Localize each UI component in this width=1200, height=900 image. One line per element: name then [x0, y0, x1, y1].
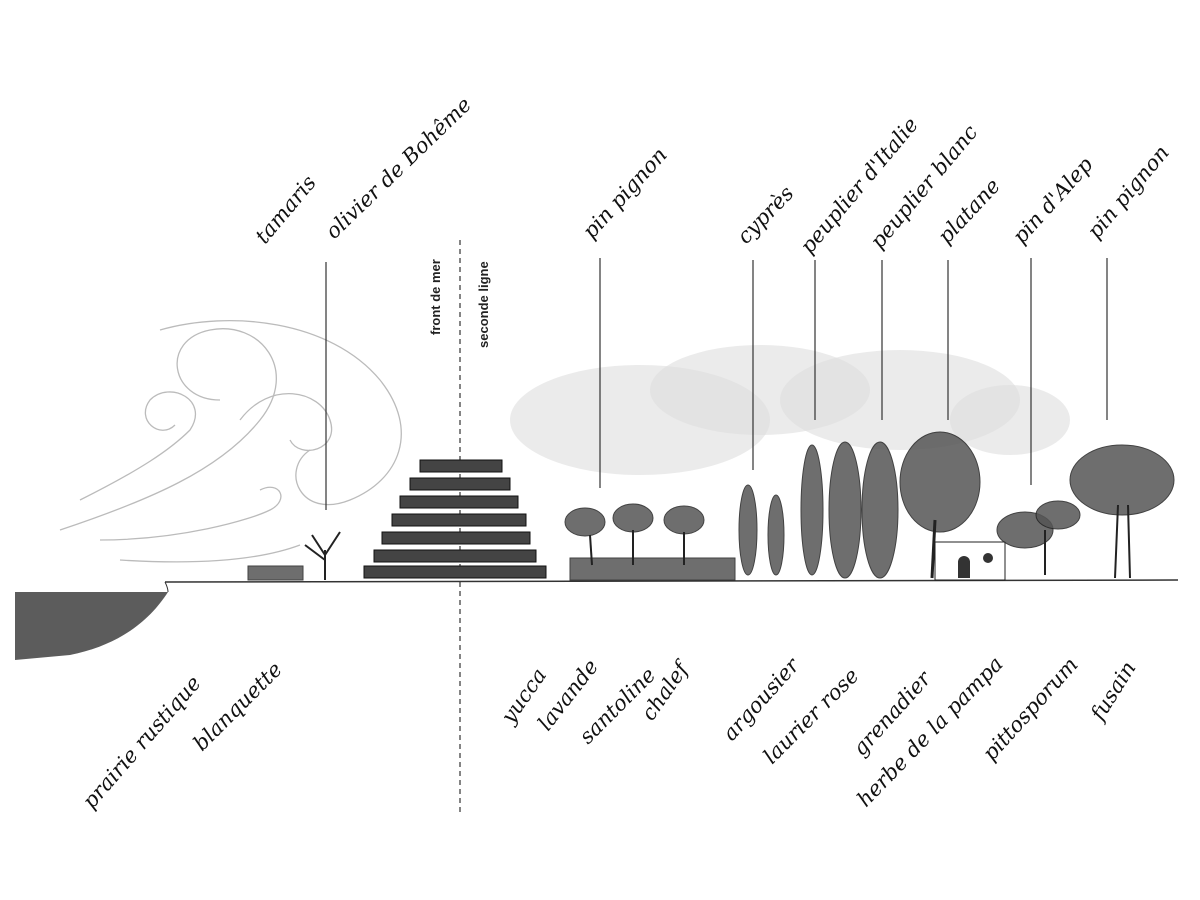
- label-cypres: cyprès: [732, 181, 798, 248]
- house: [934, 541, 1006, 581]
- wind-swirls: [59, 319, 402, 563]
- ground-line: [164, 579, 1179, 583]
- label-tamaris: tamaris: [250, 171, 321, 249]
- label-pin-pignon-2: pin pignon: [1082, 141, 1173, 243]
- plants: [247, 431, 1175, 581]
- top-labels: tamaris olivier de Bohême pin pignon cyp…: [250, 92, 1173, 258]
- label-platane: platane: [933, 174, 1005, 249]
- bottom-labels: prairie rustique blanquette yucca lavand…: [78, 652, 1141, 814]
- label-pin-pignon: pin pignon: [578, 143, 672, 244]
- leader-lines: [325, 258, 1108, 510]
- label-olivier-de-boheme: olivier de Bohême: [321, 92, 476, 243]
- zone-label-front: front de mer: [428, 259, 443, 335]
- sea: [15, 592, 168, 660]
- background-vegetation: [510, 345, 1070, 475]
- zone-label-second: seconde ligne: [476, 261, 491, 348]
- label-pin-alep: pin d'Alep: [1008, 153, 1098, 249]
- stepped-building: [363, 459, 547, 579]
- label-peuplier-italie: peuplier d'Italie: [795, 113, 922, 258]
- label-blanquette: blanquette: [189, 657, 287, 755]
- label-prairie-rustique: prairie rustique: [78, 671, 206, 813]
- label-fusain: fusain: [1085, 657, 1141, 726]
